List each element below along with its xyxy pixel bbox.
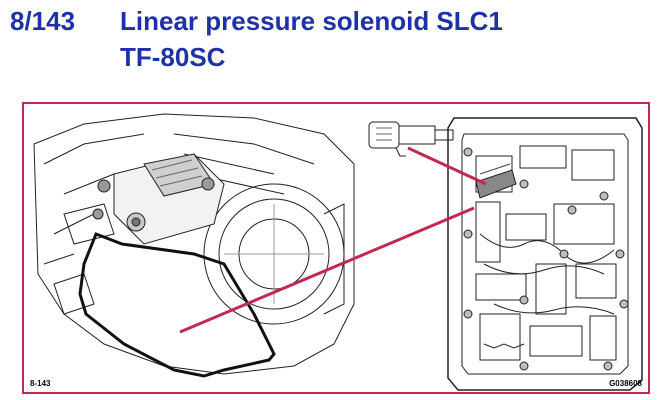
valve-body-detail: [447, 117, 643, 391]
figure-id-left: 8-143: [30, 379, 51, 388]
bolts: [92, 177, 215, 232]
valve-body-housing: [113, 153, 225, 245]
callout-lines: [179, 146, 487, 334]
figure-id-right: G038608: [609, 379, 642, 388]
page-subtitle: TF-80SC: [120, 42, 226, 72]
page-number: 8/143: [10, 6, 76, 36]
oil-pan-outline: [78, 232, 276, 378]
callout-valve-body-to-housing: [179, 206, 475, 334]
valve-body-bolts: [463, 147, 629, 371]
diagram-illustration: [33, 113, 643, 391]
solenoid-part: [368, 121, 454, 157]
callout-solenoid-to-valve-body: [407, 146, 487, 186]
transmission-housing: [33, 113, 355, 375]
page-title: Linear pressure solenoid SLC1: [120, 6, 503, 36]
diagram-frame: 8-143 G038608: [22, 102, 650, 394]
